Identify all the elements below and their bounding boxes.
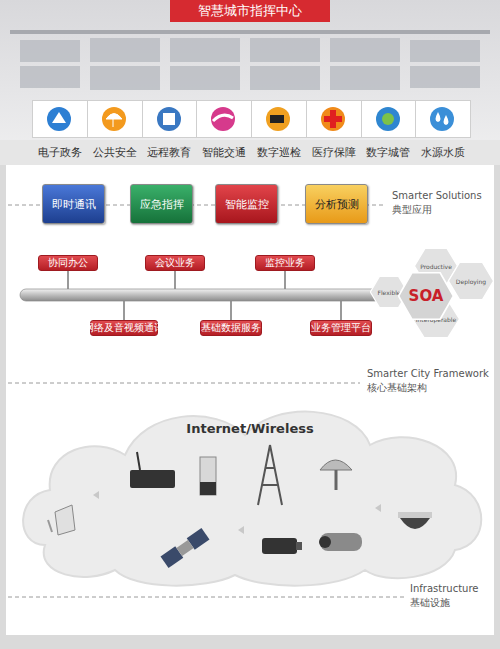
node-text: 数字巡检 bbox=[252, 145, 306, 160]
node-text: 业务管理平台 bbox=[311, 321, 371, 335]
app-cell: 数字城管 bbox=[361, 100, 417, 138]
solution-button: 智能监控 bbox=[215, 184, 278, 224]
screen-wall bbox=[10, 30, 490, 90]
app-cell: 电子政务 bbox=[32, 100, 88, 138]
solution-button: 即时通讯 bbox=[42, 184, 105, 224]
network-cloud: Internet/Wireless bbox=[15, 395, 485, 590]
app-cell: 医疗保障 bbox=[306, 100, 362, 138]
node-text: SOA bbox=[398, 272, 454, 320]
section-label: 典型应用 bbox=[392, 203, 432, 217]
app-cell: 智能交通 bbox=[196, 100, 252, 138]
node-text: 应急指挥 bbox=[131, 185, 192, 223]
node-text: 监控业务 bbox=[256, 256, 314, 270]
section-label: 基础设施 bbox=[410, 596, 450, 610]
node-text: 即时通讯 bbox=[43, 185, 104, 223]
node-text: 网络及音视频通讯 bbox=[91, 321, 157, 335]
node-text: 智能监控 bbox=[216, 185, 277, 223]
hexagon-shape bbox=[412, 300, 459, 337]
service-tag: 业务管理平台 bbox=[310, 320, 372, 336]
service-tag: 会议业务 bbox=[145, 255, 205, 271]
node-text: Deploying bbox=[448, 262, 494, 300]
node-text: 基础数据服务 bbox=[201, 321, 261, 335]
cloud-shape bbox=[23, 412, 481, 586]
solution-button: 分析预测 bbox=[305, 184, 368, 224]
app-cell: 数字巡检 bbox=[251, 100, 307, 138]
section-label: 核心基础架构 bbox=[367, 381, 427, 395]
node-text: 协同办公 bbox=[39, 256, 97, 270]
service-tag: 基础数据服务 bbox=[200, 320, 262, 336]
node-text: 公共安全 bbox=[88, 145, 142, 160]
service-tag: 监控业务 bbox=[255, 255, 315, 271]
node-text: 医疗保障 bbox=[307, 145, 361, 160]
app-cell: 公共安全 bbox=[87, 100, 143, 138]
node-text: 水源水质 bbox=[416, 145, 470, 160]
node-text: 远程教育 bbox=[143, 145, 197, 160]
section-label: Smarter Solutions bbox=[392, 190, 482, 201]
node-text: 会议业务 bbox=[146, 256, 204, 270]
node-text: 智能交通 bbox=[197, 145, 251, 160]
node-text: Internet/Wireless bbox=[15, 421, 485, 436]
service-bus bbox=[20, 289, 405, 301]
soa-hexagon: Deploying bbox=[448, 262, 494, 300]
app-cell: 远程教育 bbox=[142, 100, 198, 138]
node-text: 分析预测 bbox=[306, 185, 367, 223]
app-cell: 水源水质 bbox=[415, 100, 471, 138]
service-tag: 网络及音视频通讯 bbox=[90, 320, 158, 336]
hexagon-shape bbox=[448, 262, 493, 299]
content-panel bbox=[6, 165, 494, 635]
header-photo bbox=[0, 0, 500, 165]
soa-hexagon: SOA bbox=[398, 272, 454, 320]
title-banner: 智慧城市指挥中心 bbox=[170, 0, 330, 22]
node-text: 数字城管 bbox=[362, 145, 416, 160]
hexagon-shape bbox=[370, 276, 407, 307]
section-label: Infrastructure bbox=[410, 583, 478, 594]
service-tag: 协同办公 bbox=[38, 255, 98, 271]
label-band bbox=[0, 140, 500, 165]
node-text: 电子政务 bbox=[33, 145, 87, 160]
section-label: Smarter City Framework bbox=[367, 368, 489, 379]
solution-button: 应急指挥 bbox=[130, 184, 193, 224]
